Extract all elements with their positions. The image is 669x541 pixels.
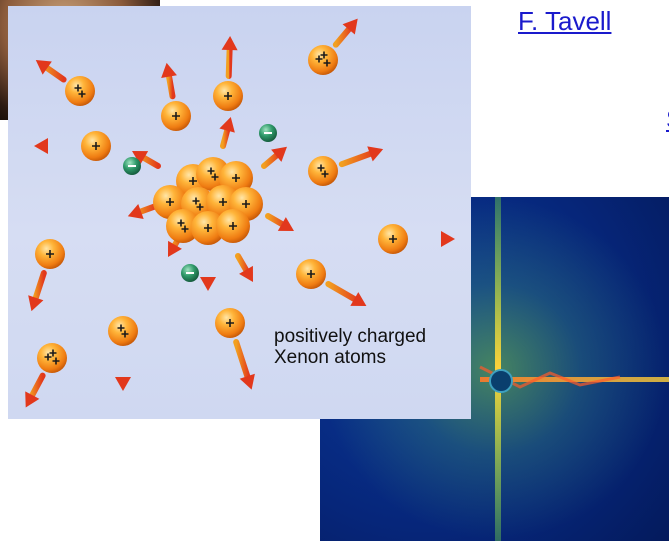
xenon-ion bbox=[216, 209, 250, 243]
motion-arrow bbox=[25, 372, 46, 408]
arrows-layer bbox=[25, 18, 455, 408]
motion-arrow bbox=[35, 60, 67, 83]
motion-arrow bbox=[233, 339, 255, 390]
xenon-ion bbox=[65, 76, 95, 106]
xenon-atoms-graphic bbox=[25, 18, 455, 408]
ions-layer bbox=[35, 45, 408, 373]
motion-arrow bbox=[325, 281, 367, 306]
motion-arrow bbox=[34, 138, 77, 154]
xenon-ion bbox=[191, 211, 225, 245]
electron bbox=[259, 124, 277, 142]
motion-arrow bbox=[412, 231, 455, 247]
xenon-ion bbox=[81, 131, 111, 161]
caption: positively charged Xenon atoms bbox=[274, 326, 426, 368]
motion-arrow bbox=[161, 62, 177, 100]
motion-arrow bbox=[127, 203, 159, 219]
vertical-streak bbox=[495, 197, 501, 541]
motion-arrow bbox=[265, 213, 294, 231]
author-link[interactable]: F. Tavell bbox=[518, 6, 612, 36]
caption-line-2: Xenon atoms bbox=[274, 347, 386, 368]
caption-line-1: positively charged bbox=[274, 326, 427, 347]
xenon-ion bbox=[378, 224, 408, 254]
motion-arrow bbox=[332, 18, 358, 48]
cluster-layer bbox=[153, 157, 263, 245]
motion-arrow bbox=[132, 151, 161, 169]
motion-arrow bbox=[221, 36, 238, 80]
electron bbox=[123, 157, 141, 175]
xenon-ion bbox=[308, 156, 338, 186]
motion-arrow bbox=[219, 117, 235, 149]
xenon-ion bbox=[308, 45, 338, 75]
xenon-ion bbox=[296, 259, 326, 289]
motion-arrow bbox=[115, 348, 131, 391]
xenon-atoms-illustration: positively charged Xenon atoms bbox=[8, 6, 471, 419]
horizontal-streak bbox=[480, 377, 669, 382]
xenon-ion bbox=[37, 343, 67, 373]
motion-arrow bbox=[261, 146, 287, 169]
xenon-ion bbox=[108, 316, 138, 346]
truncated-link[interactable]: S bbox=[666, 104, 669, 135]
motion-arrow bbox=[200, 258, 216, 291]
xenon-ion bbox=[215, 308, 245, 338]
xenon-ion bbox=[166, 209, 200, 243]
xenon-ion bbox=[35, 239, 65, 269]
motion-arrow bbox=[235, 253, 253, 282]
electron bbox=[181, 264, 199, 282]
xenon-ion bbox=[161, 101, 191, 131]
beam-stop bbox=[489, 369, 513, 393]
xenon-ion bbox=[213, 81, 243, 111]
motion-arrow bbox=[28, 270, 47, 312]
motion-arrow bbox=[338, 146, 384, 168]
diffraction-pattern-graphic bbox=[479, 197, 669, 541]
